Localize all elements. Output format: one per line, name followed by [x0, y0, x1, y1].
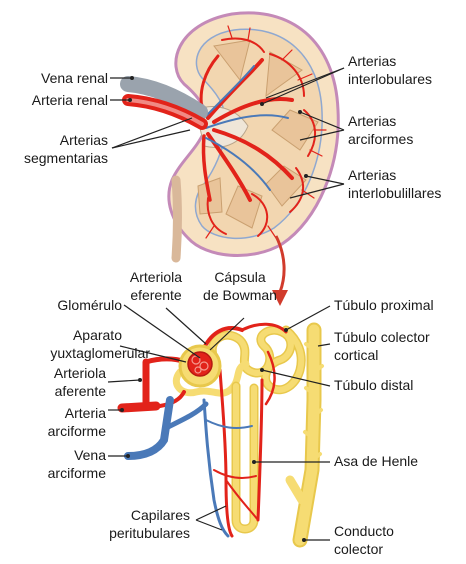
label-arteriola-eferente-1: Arteriola: [130, 269, 182, 285]
label-arterias-segmentarias-2: segmentarias: [24, 150, 108, 166]
nephron: [117, 322, 324, 548]
label-vena-renal: Vena renal: [41, 70, 108, 86]
glomerulus-loops: [191, 355, 209, 374]
label-tubulo-colector-cortical-1: Túbulo colector: [334, 329, 430, 345]
pyramid-3: [271, 109, 319, 151]
pyramid-4: [265, 165, 307, 207]
label-arteria-renal: Arteria renal: [32, 92, 108, 108]
peritubular-capillaries: [202, 322, 288, 538]
distal-tubule: [172, 360, 250, 397]
medullary-pyramids: [197, 39, 319, 229]
leader-lines: [107, 67, 345, 541]
label-arteria-arciforme-2: arciforme: [48, 423, 107, 439]
label-tubulo-distal: Túbulo distal: [334, 377, 413, 393]
label-capilares-peritubulares-2: peritubulares: [109, 525, 190, 541]
kidney-vessels: [199, 25, 327, 239]
label-arterias-arciformes-1: Arterias: [348, 113, 396, 129]
label-tubulo-proximal: Túbulo proximal: [334, 297, 434, 313]
label-arteria-arciforme-1: Arteria: [65, 405, 106, 421]
renal-vein-vessel: [120, 76, 208, 120]
label-arterias-arciformes-2: arciformes: [348, 131, 413, 147]
label-glomerulo: Glomérulo: [57, 297, 122, 313]
pyramid-5: [225, 185, 263, 229]
arciform-vein-vessel: [124, 396, 174, 460]
label-conducto-colector-1: Conducto: [334, 523, 394, 539]
label-arterias-interlobulillares-1: Arterias: [348, 167, 396, 183]
label-arterias-interlobulares-1: Arterias: [348, 53, 396, 69]
label-aparato-yuxtaglomerular-1: Aparato: [73, 327, 122, 343]
label-capilares-peritubulares-1: Capilares: [131, 507, 190, 523]
efferent-arteriole: [202, 326, 244, 350]
ureter: [171, 175, 182, 263]
label-capsula-bowman-2: de Bowman: [203, 287, 277, 303]
labels: Vena renal Arteria renal Arterias segmen…: [24, 53, 441, 557]
label-aparato-yuxtaglomerular-2: yuxtaglomerular: [50, 345, 150, 361]
pyramid-1: [213, 39, 251, 82]
label-asa-henle: Asa de Henle: [334, 453, 418, 469]
label-arteriola-eferente-2: eferente: [130, 287, 182, 303]
label-arteriola-aferente-2: aferente: [55, 383, 107, 399]
label-capsula-bowman-1: Cápsula: [214, 269, 266, 285]
label-arterias-interlobulillares-2: interlobulillares: [348, 185, 441, 201]
label-arteriola-aferente-1: Arteriola: [54, 365, 106, 381]
label-arterias-segmentarias-1: Arterias: [60, 132, 108, 148]
label-conducto-colector-2: colector: [334, 541, 383, 557]
leader-dots: [120, 76, 308, 542]
label-tubulo-colector-cortical-2: cortical: [334, 347, 378, 363]
zoom-arrow: [272, 235, 288, 306]
kidney: [120, 11, 340, 263]
label-vena-arciforme-1: Vena: [74, 447, 106, 463]
label-arterias-interlobulares-2: interlobulares: [348, 71, 432, 87]
label-vena-arciforme-2: arciforme: [48, 465, 107, 481]
arciform-artery-vessel: [117, 401, 161, 413]
